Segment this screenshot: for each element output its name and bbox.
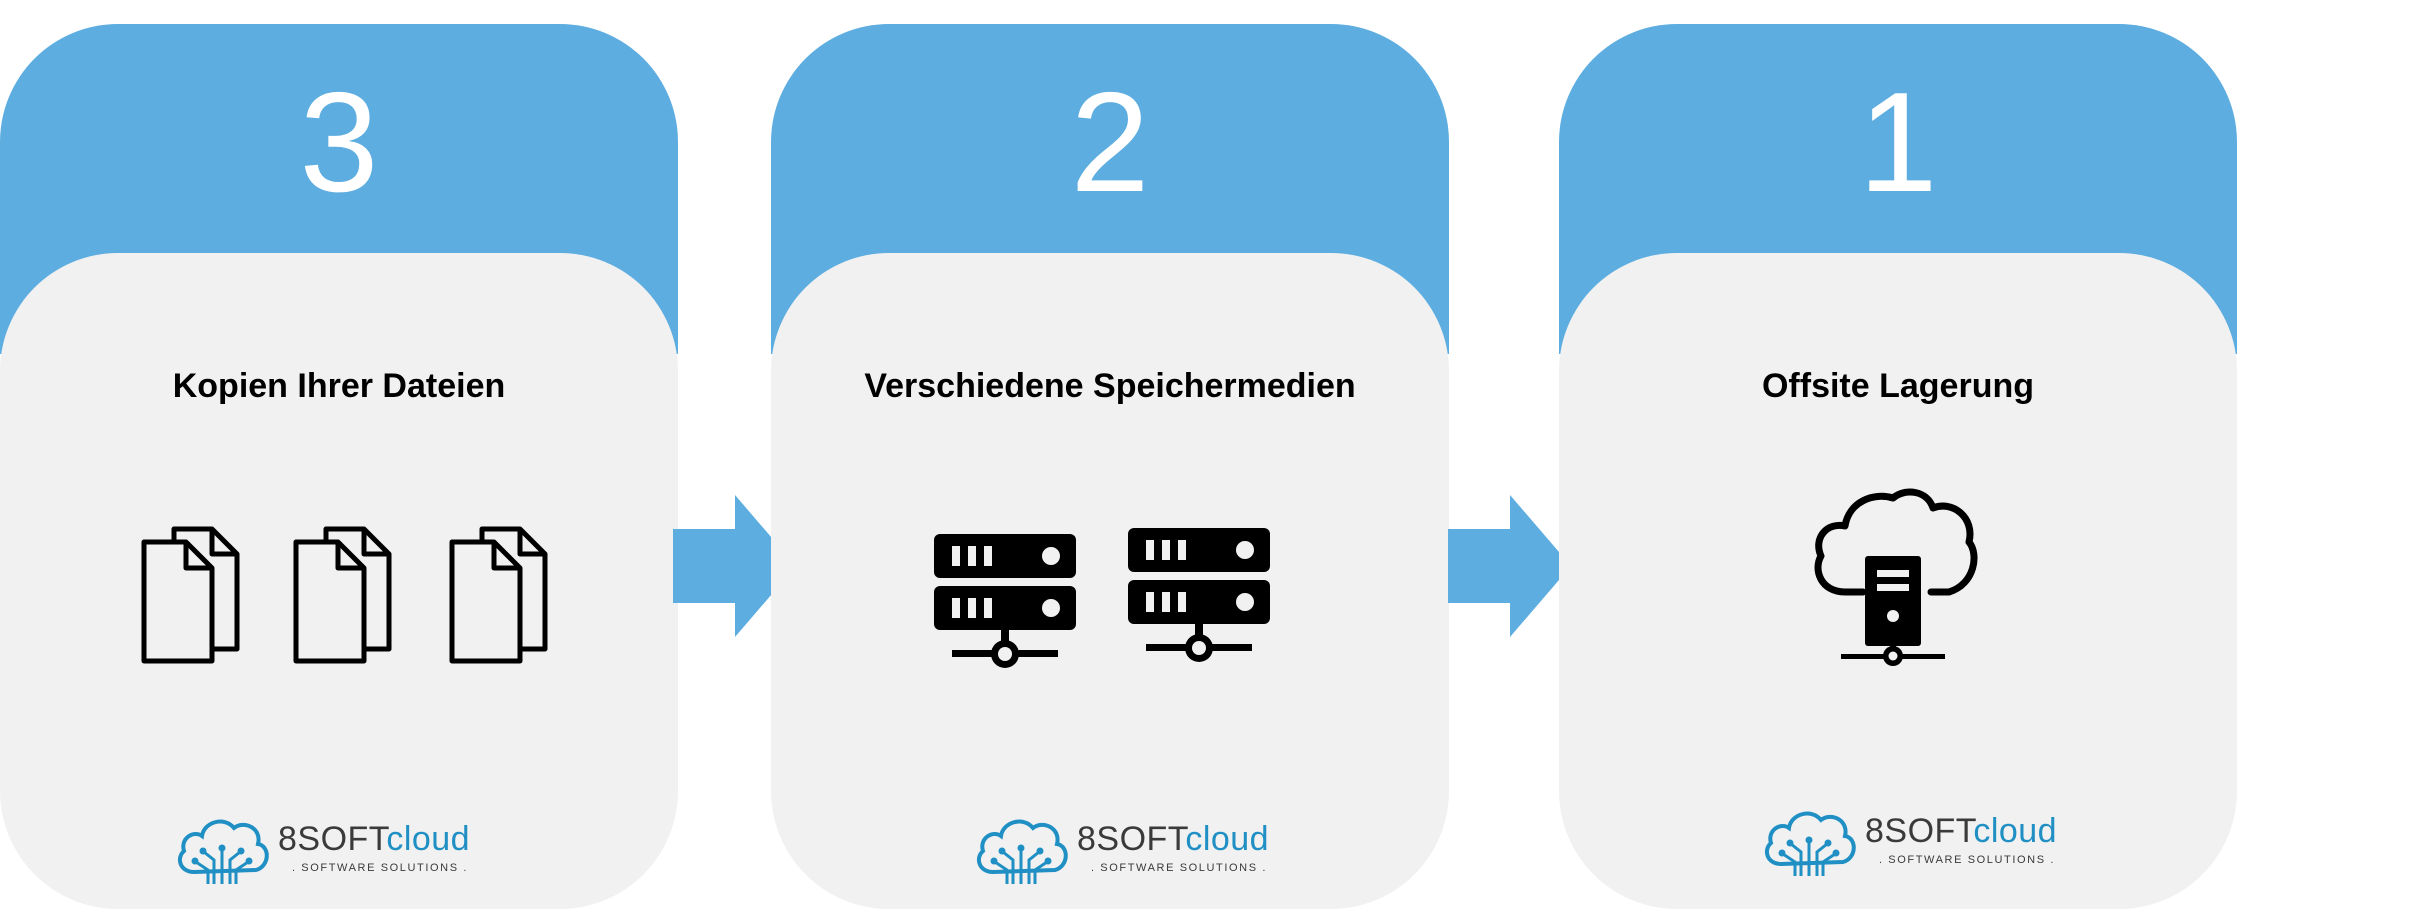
cloud-server-icon: [1814, 488, 1978, 666]
step-number: 2: [1070, 63, 1150, 222]
documents-icon: [141, 526, 548, 664]
server-rack-icon: [934, 528, 1270, 668]
brand-tagline: . SOFTWARE SOLUTIONS .: [292, 862, 468, 874]
document-pair-icon: [141, 526, 240, 664]
step-card-1: 1 Offsite Lagerung: [1559, 24, 2237, 909]
step-title: Offsite Lagerung: [1761, 367, 2035, 405]
brand-name: 8SOFTcloud: [1865, 812, 2058, 850]
brand-tagline: . SOFTWARE SOLUTIONS .: [1091, 862, 1267, 874]
brand-name: 8SOFTcloud: [278, 820, 471, 858]
server-unit-icon: [1128, 528, 1270, 662]
server-unit-icon: [934, 534, 1076, 668]
brand-name: 8SOFTcloud: [1077, 820, 1270, 858]
cloud-circuit-icon: [976, 819, 1068, 884]
document-pair-icon: [449, 526, 548, 664]
brand-logo: 8SOFTcloud . SOFTWARE SOLUTIONS .: [1761, 806, 2061, 886]
cloud-circuit-icon: [177, 819, 269, 884]
step-card-2: 2 Verschiedene Speichermedien: [771, 24, 1449, 909]
step-card-3: 3 Kopien Ihrer Dateien: [0, 24, 678, 909]
document-pair-icon: [293, 526, 392, 664]
step-card-body: [771, 253, 1449, 909]
step-number: 1: [1858, 63, 1938, 222]
step-title: Verschiedene Speichermedien: [864, 367, 1356, 405]
arrow-right-icon: [1448, 495, 1571, 637]
step-number: 3: [299, 63, 379, 222]
cloud-circuit-icon: [1764, 811, 1856, 876]
step-title: Kopien Ihrer Dateien: [172, 367, 506, 405]
arrow-right-icon: [673, 495, 796, 637]
brand-logo: 8SOFTcloud . SOFTWARE SOLUTIONS .: [174, 814, 474, 894]
brand-tagline: . SOFTWARE SOLUTIONS .: [1879, 854, 2055, 866]
brand-logo: 8SOFTcloud . SOFTWARE SOLUTIONS .: [973, 814, 1273, 894]
